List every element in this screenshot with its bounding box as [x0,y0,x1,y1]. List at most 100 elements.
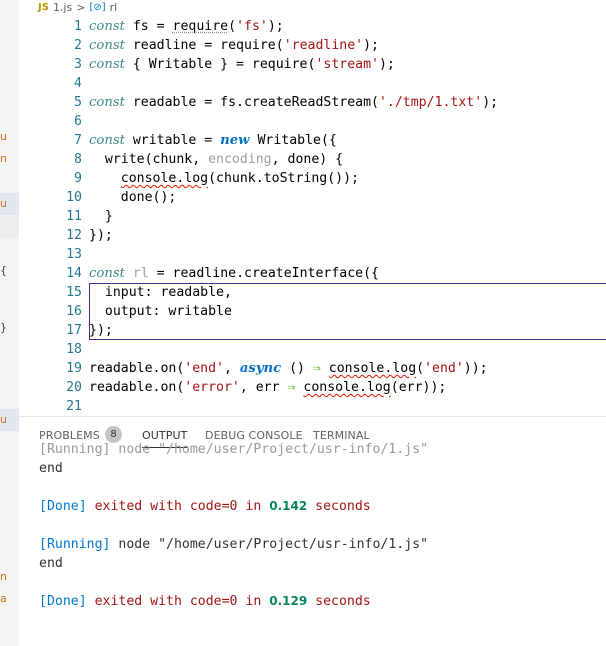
code-token: const [89,95,125,110]
tab-output[interactable]: OUTPUT [142,429,188,448]
code-token: }); [89,323,113,338]
tab-terminal[interactable]: TERMINAL [313,429,370,442]
line-number: 10 [66,190,82,205]
sidebar-highlight [0,409,19,431]
code-token [89,171,121,186]
code-token: fs = [124,19,173,34]
code-token: { Writable } = require( [124,57,316,72]
output-line-partial: [Running] node "/home/user/Project/usr-i… [39,442,429,457]
output-line-done: [Done] exited with code=0 in 0.142 secon… [39,497,371,516]
code-token: const [89,57,125,72]
code-line[interactable]: 21 [19,397,606,416]
code-line[interactable]: 4 [19,74,606,93]
code-line[interactable]: 13 [19,245,606,264]
done-message: exited with code=0 in [86,594,270,609]
code-text: const readline = require('readline'); [89,36,379,55]
sidebar-highlight [0,216,19,238]
code-token: write(chunk, [89,152,209,167]
code-text: const { Writable } = require('stream'); [89,55,395,74]
code-text: }); [89,226,113,245]
code-token: require [172,19,229,34]
breadcrumb: JS 1.js > [⊘] rl [38,0,117,14]
code-token: ( [228,19,237,34]
tab-problems[interactable]: PROBLEMS [39,429,100,442]
code-token: writable = [124,133,221,148]
code-token: = readline.createInterface({ [148,266,379,281]
code-line[interactable]: 17}); [19,321,606,340]
line-number: 5 [74,95,82,110]
explorer-sidebar-edge: u n u { } u n a [0,0,19,646]
code-text: const writable = new Writable({ [89,131,337,150]
code-line[interactable]: 10 done(); [19,188,606,207]
line-number: 12 [66,228,82,243]
code-text: const rl = readline.createInterface({ [89,264,379,283]
code-token: ); [267,19,284,34]
code-token: Writable({ [249,133,337,148]
line-number: 7 [74,133,82,148]
line-number: 14 [66,266,82,281]
code-token: './tmp/1.txt' [378,95,483,110]
line-number: 11 [66,209,82,224]
code-line[interactable]: 5 const readable = fs.createReadStream('.… [19,93,606,112]
git-modified-marker: n [0,570,7,583]
line-number: 18 [66,342,82,357]
breadcrumb-file[interactable]: 1.js [52,0,73,14]
output-line-done: [Done] exited with code=0 in 0.129 secon… [39,592,371,611]
code-line[interactable]: 14 const rl = readline.createInterface({ [19,264,606,283]
output-line-running: [Running] node "/home/user/Project/usr-i… [39,535,428,554]
code-token: ); [378,57,395,72]
code-line[interactable]: 12}); [19,226,606,245]
breadcrumb-symbol[interactable]: rl [109,0,118,14]
fold-brace-icon: } [0,321,7,334]
git-modified-marker: u [0,197,7,210]
code-text: readable.on('end', async () ⇒ console.lo… [89,359,488,378]
code-token: output: writable [89,304,232,319]
line-number: 6 [74,114,82,129]
code-line[interactable]: 6 [19,112,606,131]
bracket-selection-highlight [89,283,606,340]
code-line[interactable]: 7 const writable = new Writable({ [19,131,606,150]
code-token: ); [482,95,499,110]
code-token: input: readable, [89,285,232,300]
code-token: done(); [89,190,177,205]
code-token: , done) { [271,152,344,167]
git-modified-marker: u [0,130,7,143]
tab-debug-console[interactable]: DEBUG CONSOLE [205,429,303,442]
output-panel[interactable]: [Running] node "/home/user/Project/usr-i… [19,440,606,646]
code-token: const [89,266,125,281]
problems-count-badge: 8 [105,426,122,443]
code-token: readable = fs.createReadStream( [124,95,379,110]
variable-symbol-icon: [⊘] [89,1,106,13]
line-number: 21 [66,399,82,414]
code-text: done(); [89,188,177,207]
done-tag: [Done] [39,499,87,514]
code-token: ( [416,361,425,376]
code-line[interactable]: 15 input: readable, [19,283,606,302]
code-line[interactable]: 11 } [19,207,606,226]
code-token [321,361,329,376]
code-token: async [239,361,282,376]
code-line[interactable]: 16 output: writable [19,302,606,321]
code-line[interactable]: 8 write(chunk, encoding, done) { [19,150,606,169]
code-token: } [89,209,113,224]
chevron-right-icon: > [76,0,86,14]
js-file-icon: JS [38,1,49,13]
code-line[interactable]: 9 console.log(chunk.toString()); [19,169,606,188]
code-token [125,266,133,281]
code-line[interactable]: 18 [19,340,606,359]
elapsed-time: 0.129 [269,594,308,608]
elapsed-time: 0.142 [269,499,308,513]
code-token: new [220,133,250,148]
line-number: 1 [74,19,82,34]
code-token: }); [89,228,113,243]
code-text: const readable = fs.createReadStream('./… [89,93,498,112]
git-modified-marker: a [0,592,7,605]
code-token: readable.on( [89,361,185,376]
code-token: )); [463,361,488,376]
